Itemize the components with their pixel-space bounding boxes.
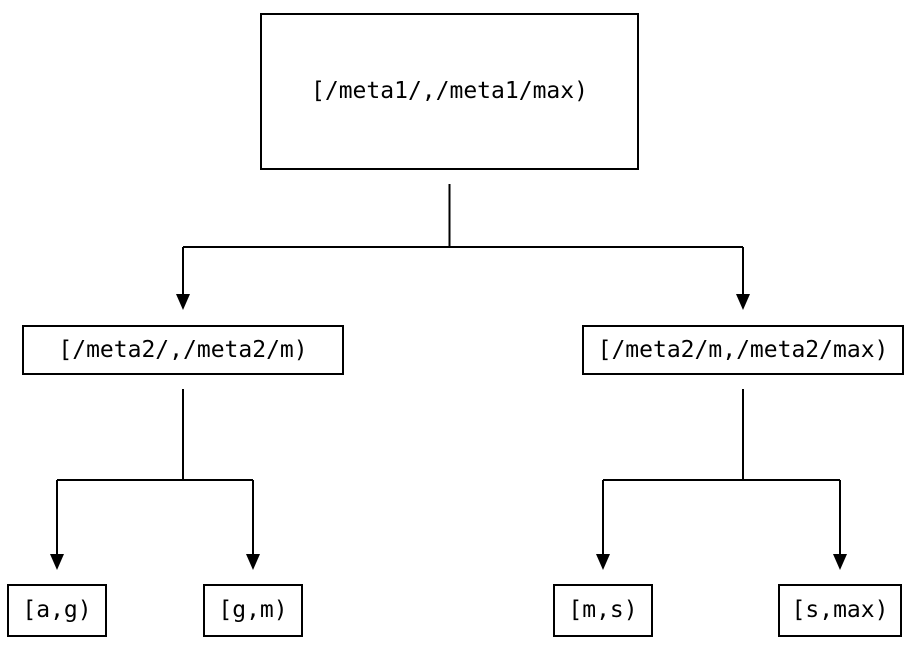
edge-left-to-children [56, 389, 254, 555]
node-label: [m,s) [568, 597, 638, 623]
node-root-interval: [/meta1/,/meta1/max) [260, 13, 639, 170]
node-label: [g,m) [218, 597, 288, 623]
node-level2-left-interval: [/meta2/,/meta2/m) [22, 325, 344, 375]
node-label: [a,g) [22, 597, 92, 623]
node-label: [/meta2/m,/meta2/max) [597, 336, 889, 363]
arrow-down-icon [50, 554, 64, 570]
node-label: [s,max) [791, 597, 889, 623]
arrow-down-icon [833, 554, 847, 570]
node-leaf-m-s: [m,s) [553, 584, 653, 637]
node-leaf-s-max: [s,max) [778, 584, 902, 637]
arrow-down-icon [246, 554, 260, 570]
node-leaf-g-m: [g,m) [203, 584, 303, 637]
edge-right-to-children [602, 389, 841, 555]
edge-root-to-children [182, 184, 744, 295]
node-label: [/meta2/,/meta2/m) [58, 336, 308, 363]
arrow-down-icon [596, 554, 610, 570]
arrow-down-icon [176, 294, 190, 310]
node-level2-right-interval: [/meta2/m,/meta2/max) [582, 325, 904, 375]
node-leaf-a-g: [a,g) [7, 584, 107, 637]
arrow-down-icon [736, 294, 750, 310]
node-label: [/meta1/,/meta1/max) [311, 78, 588, 104]
